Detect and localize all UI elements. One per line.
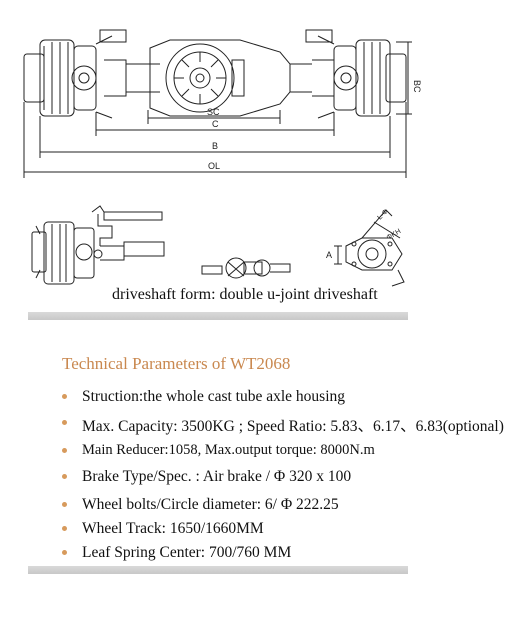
- dim-label-ol: OL: [208, 161, 220, 171]
- dim-label-c: C: [212, 119, 219, 129]
- parameter-text: Leaf Spring Center: 700/760 MM: [82, 544, 292, 561]
- divider-bottom: [28, 566, 408, 574]
- parameter-text: Brake Type/Spec. : Air brake / Φ 320 x 1…: [82, 468, 352, 485]
- left-wheel-hub: [23, 29, 127, 119]
- bullet-icon: [62, 550, 67, 555]
- left-axle-tube: [126, 63, 160, 93]
- differential-housing: [149, 39, 291, 117]
- c-dimension-line: [95, 112, 335, 136]
- bullet-icon: [62, 420, 67, 425]
- right-axle-tube: [290, 63, 312, 93]
- driveshaft-view: [201, 257, 291, 279]
- parameter-text: Max. Capacity: 3500KG ; Speed Ratio: 5.8…: [82, 418, 504, 435]
- bullet-icon: [62, 394, 67, 399]
- b-dimension-line: [39, 116, 391, 158]
- sc-dimension-line: [147, 110, 281, 124]
- parameter-text: Wheel bolts/Circle diameter: 6/ Φ 222.25: [82, 496, 339, 513]
- dim-label-l-phi: L-Φ: [376, 208, 390, 222]
- right-wheel-hub: [305, 29, 407, 119]
- driveshaft-caption: driveshaft form: double u-joint drivesha…: [112, 286, 378, 303]
- section-title: Technical Parameters of WT2068: [62, 354, 291, 373]
- dim-label-sc: SC: [207, 107, 220, 117]
- parameter-text: Wheel Track: 1650/1660MM: [82, 520, 264, 537]
- bc-dimension-line: [396, 41, 412, 115]
- dim-label-a: A: [326, 250, 332, 260]
- parameter-text: Struction:the whole cast tube axle housi…: [82, 388, 346, 405]
- axle-technical-drawing: SC C B OL BC A L-Φ ΦKH: [23, 29, 422, 287]
- hub-side-view: [31, 205, 165, 285]
- ol-dimension-line: [23, 102, 407, 178]
- bullet-icon: [62, 502, 67, 507]
- dim-label-bc: BC: [412, 80, 422, 93]
- flange-view: [334, 209, 405, 287]
- dim-label-b: B: [212, 141, 218, 151]
- parameter-text: Main Reducer:1058, Max.output torque: 80…: [82, 442, 375, 458]
- divider-top: [28, 312, 408, 320]
- bullet-icon: [62, 526, 67, 531]
- bullet-icon: [62, 448, 67, 453]
- bullet-icon: [62, 474, 67, 479]
